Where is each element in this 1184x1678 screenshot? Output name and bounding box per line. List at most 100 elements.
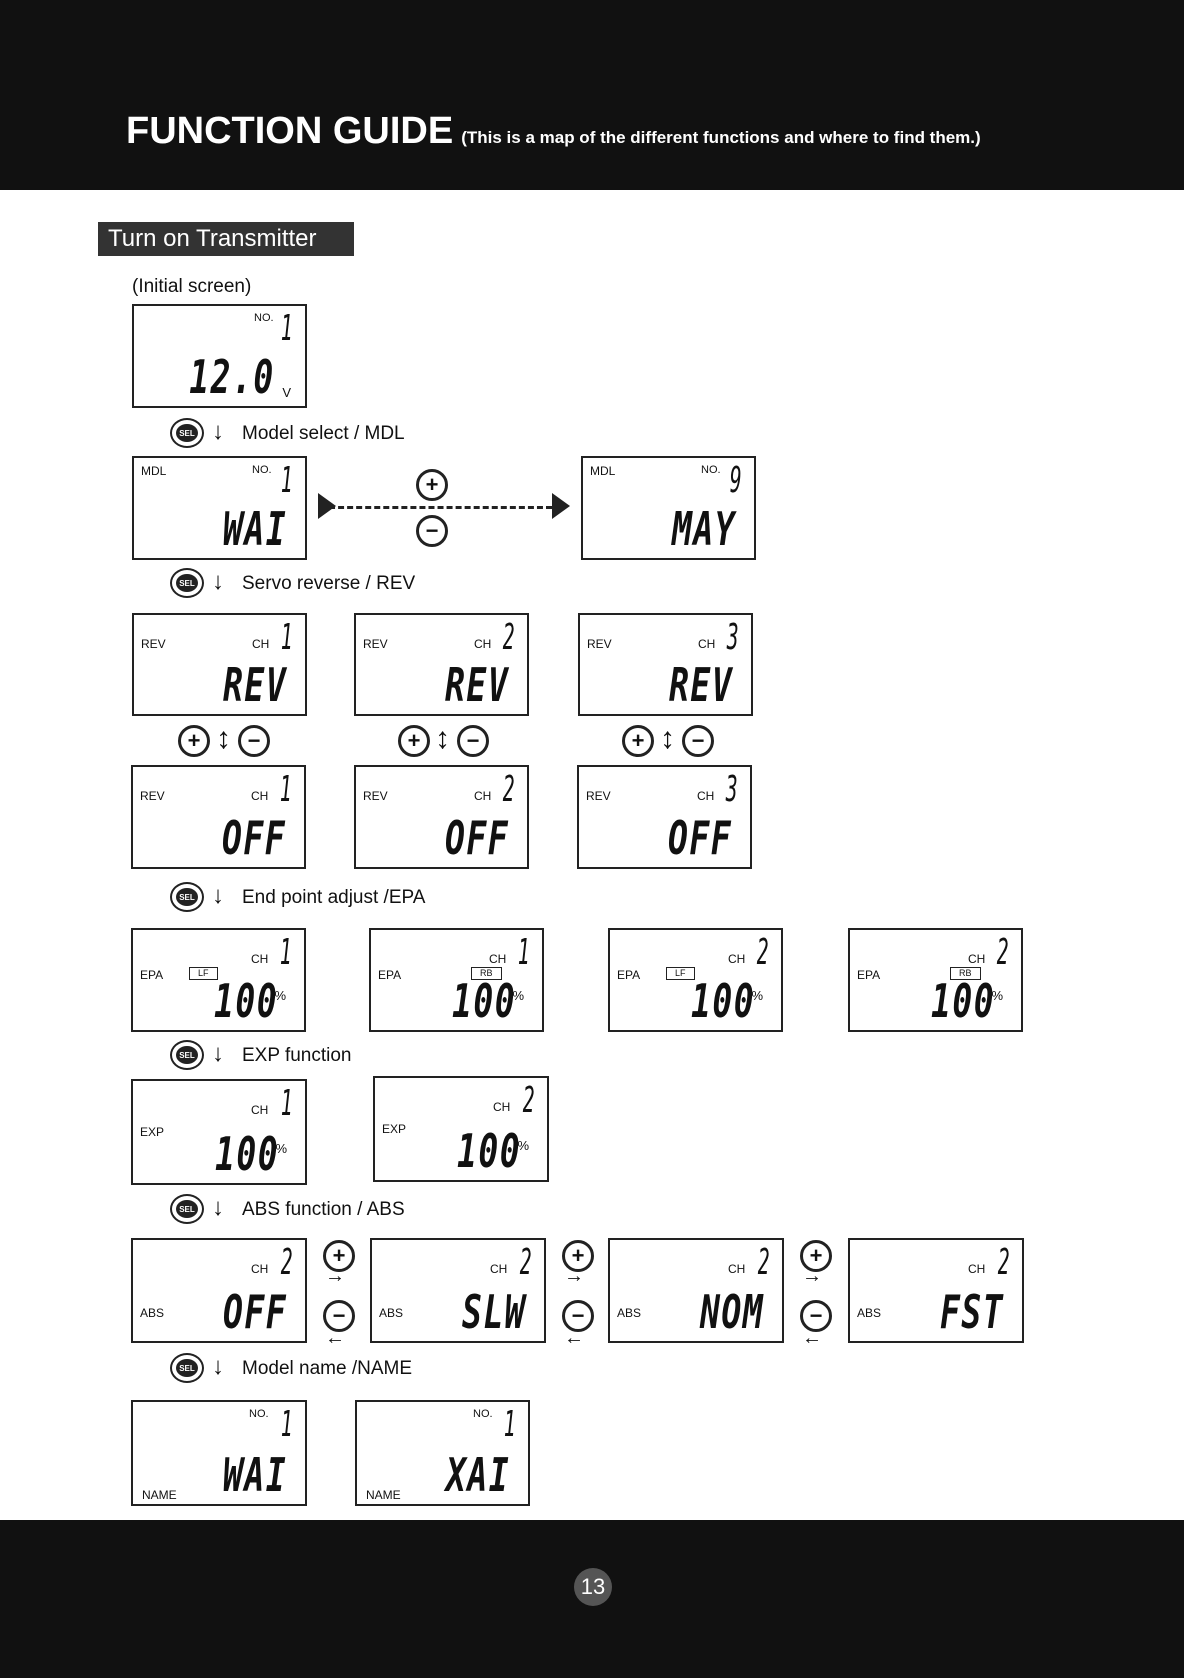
- up-down-arrow-icon: ↕: [216, 722, 231, 755]
- percent-unit: %: [751, 988, 763, 1003]
- lcd-value: 100: [690, 974, 755, 1028]
- lcd-label: EPA: [378, 968, 402, 982]
- lcd-name-wai: NO. 1 NAME WAI: [131, 1400, 307, 1506]
- lcd-rev-off-ch2: REV CH 2 OFF: [354, 765, 529, 869]
- up-down-arrow-icon: ↕: [660, 722, 675, 755]
- page-title: FUNCTION GUIDE (This is a map of the diff…: [126, 110, 981, 153]
- plus-button-icon: +: [323, 1240, 355, 1272]
- right-arrow-icon: →: [325, 1265, 345, 1287]
- step-label: Model name /NAME: [242, 1358, 413, 1379]
- lcd-epa-ch2-rb: EPA RB CH 2 100 %: [848, 928, 1023, 1032]
- down-arrow-icon: ↓: [212, 1040, 224, 1067]
- down-arrow-icon: ↓: [212, 1353, 224, 1380]
- sel-button-icon: SEL: [170, 418, 204, 448]
- channel-number: 1: [280, 932, 292, 973]
- ch-label: CH: [252, 637, 270, 651]
- sel-label: SEL: [176, 888, 198, 906]
- lcd-value: OFF: [444, 811, 509, 865]
- lcd-label: REV: [363, 789, 388, 803]
- header-bar: FUNCTION GUIDE (This is a map of the diff…: [0, 0, 1184, 190]
- channel-number: 2: [503, 617, 515, 658]
- lcd-label: REV: [586, 789, 611, 803]
- model-number: 1: [281, 308, 293, 349]
- ch-label: CH: [697, 789, 715, 803]
- down-arrow-icon: ↓: [212, 882, 224, 909]
- title-text: FUNCTION GUIDE: [126, 110, 454, 152]
- lcd-initial: NO. 1 12.0 V: [132, 304, 307, 408]
- lcd-abs-nom: ABS CH 2 NOM: [608, 1238, 784, 1343]
- ch-label: CH: [493, 1100, 511, 1114]
- percent-unit: %: [991, 988, 1003, 1003]
- lcd-label: REV: [141, 637, 166, 651]
- minus-button-icon: −: [238, 725, 270, 757]
- channel-number: 1: [281, 1083, 293, 1124]
- ch-label: CH: [251, 1262, 269, 1276]
- lcd-label: ABS: [617, 1306, 642, 1320]
- ch-label: CH: [698, 637, 716, 651]
- channel-number: 2: [997, 932, 1009, 973]
- lcd-label: EPA: [140, 968, 164, 982]
- right-arrow-icon: →: [564, 1265, 584, 1287]
- lcd-value: WAI: [222, 1448, 287, 1502]
- channel-number: 2: [503, 769, 515, 810]
- page-number: 13: [574, 1568, 612, 1606]
- lcd-value: NOM: [699, 1285, 764, 1339]
- lcd-label: NAME: [366, 1488, 401, 1502]
- sel-label: SEL: [176, 1046, 198, 1064]
- initial-caption: (Initial screen): [132, 276, 252, 297]
- lcd-value: SLW: [461, 1285, 526, 1339]
- plus-button-icon: +: [178, 725, 210, 757]
- lcd-label: REV: [363, 637, 388, 651]
- lcd-label: ABS: [857, 1306, 882, 1320]
- ch-label: CH: [489, 952, 507, 966]
- ch-label: CH: [490, 1262, 508, 1276]
- sel-button-icon: SEL: [170, 1040, 204, 1070]
- channel-number: 3: [726, 769, 738, 810]
- left-arrow-icon: ←: [325, 1327, 345, 1349]
- page-subtitle: (This is a map of the different function…: [461, 128, 981, 147]
- step-label: EXP function: [242, 1045, 352, 1066]
- lcd-value: XAI: [445, 1448, 510, 1502]
- plus-button-icon: +: [800, 1240, 832, 1272]
- channel-number: 1: [280, 769, 292, 810]
- sel-label: SEL: [176, 1359, 198, 1377]
- lcd-rev-ch3: REV CH 3 REV: [578, 613, 753, 716]
- lcd-label: REV: [140, 789, 165, 803]
- no-label: NO.: [252, 464, 272, 476]
- lcd-value: 100: [451, 974, 516, 1028]
- no-label: NO.: [473, 1408, 493, 1420]
- down-arrow-icon: ↓: [212, 1194, 224, 1221]
- direction-indicator: LF: [189, 967, 218, 980]
- ch-label: CH: [968, 1262, 986, 1276]
- lcd-value: 100: [214, 1127, 279, 1181]
- channel-number: 1: [281, 617, 293, 658]
- minus-button-icon: −: [457, 725, 489, 757]
- ch-label: CH: [251, 1103, 269, 1117]
- step-label: Servo reverse / REV: [242, 573, 416, 594]
- minus-button-icon: −: [323, 1300, 355, 1332]
- lcd-value: 100: [930, 974, 995, 1028]
- minus-button-icon: −: [682, 725, 714, 757]
- lcd-rev-off-ch3: REV CH 3 OFF: [577, 765, 752, 869]
- model-number: 1: [504, 1404, 516, 1445]
- no-label: NO.: [249, 1408, 269, 1420]
- channel-number: 2: [523, 1080, 535, 1121]
- lcd-value: FST: [939, 1285, 1004, 1339]
- channel-number: 2: [998, 1242, 1010, 1283]
- lcd-value: OFF: [222, 1285, 287, 1339]
- ch-label: CH: [251, 952, 269, 966]
- ch-label: CH: [728, 1262, 746, 1276]
- lcd-label: REV: [587, 637, 612, 651]
- lcd-label: EPA: [617, 968, 641, 982]
- percent-unit: %: [274, 988, 286, 1003]
- percent-unit: %: [517, 1138, 529, 1153]
- lcd-label: NAME: [142, 1488, 177, 1502]
- lcd-value: REV: [444, 658, 509, 712]
- lcd-value: OFF: [221, 811, 286, 865]
- left-arrow-icon: ←: [564, 1327, 584, 1349]
- lcd-exp-ch2: EXP CH 2 100 %: [373, 1076, 549, 1182]
- channel-number: 2: [757, 932, 769, 973]
- lcd-value: REV: [668, 658, 733, 712]
- lcd-mdl-1: MDL NO. 1 WAI: [132, 456, 307, 560]
- lcd-value: REV: [222, 658, 287, 712]
